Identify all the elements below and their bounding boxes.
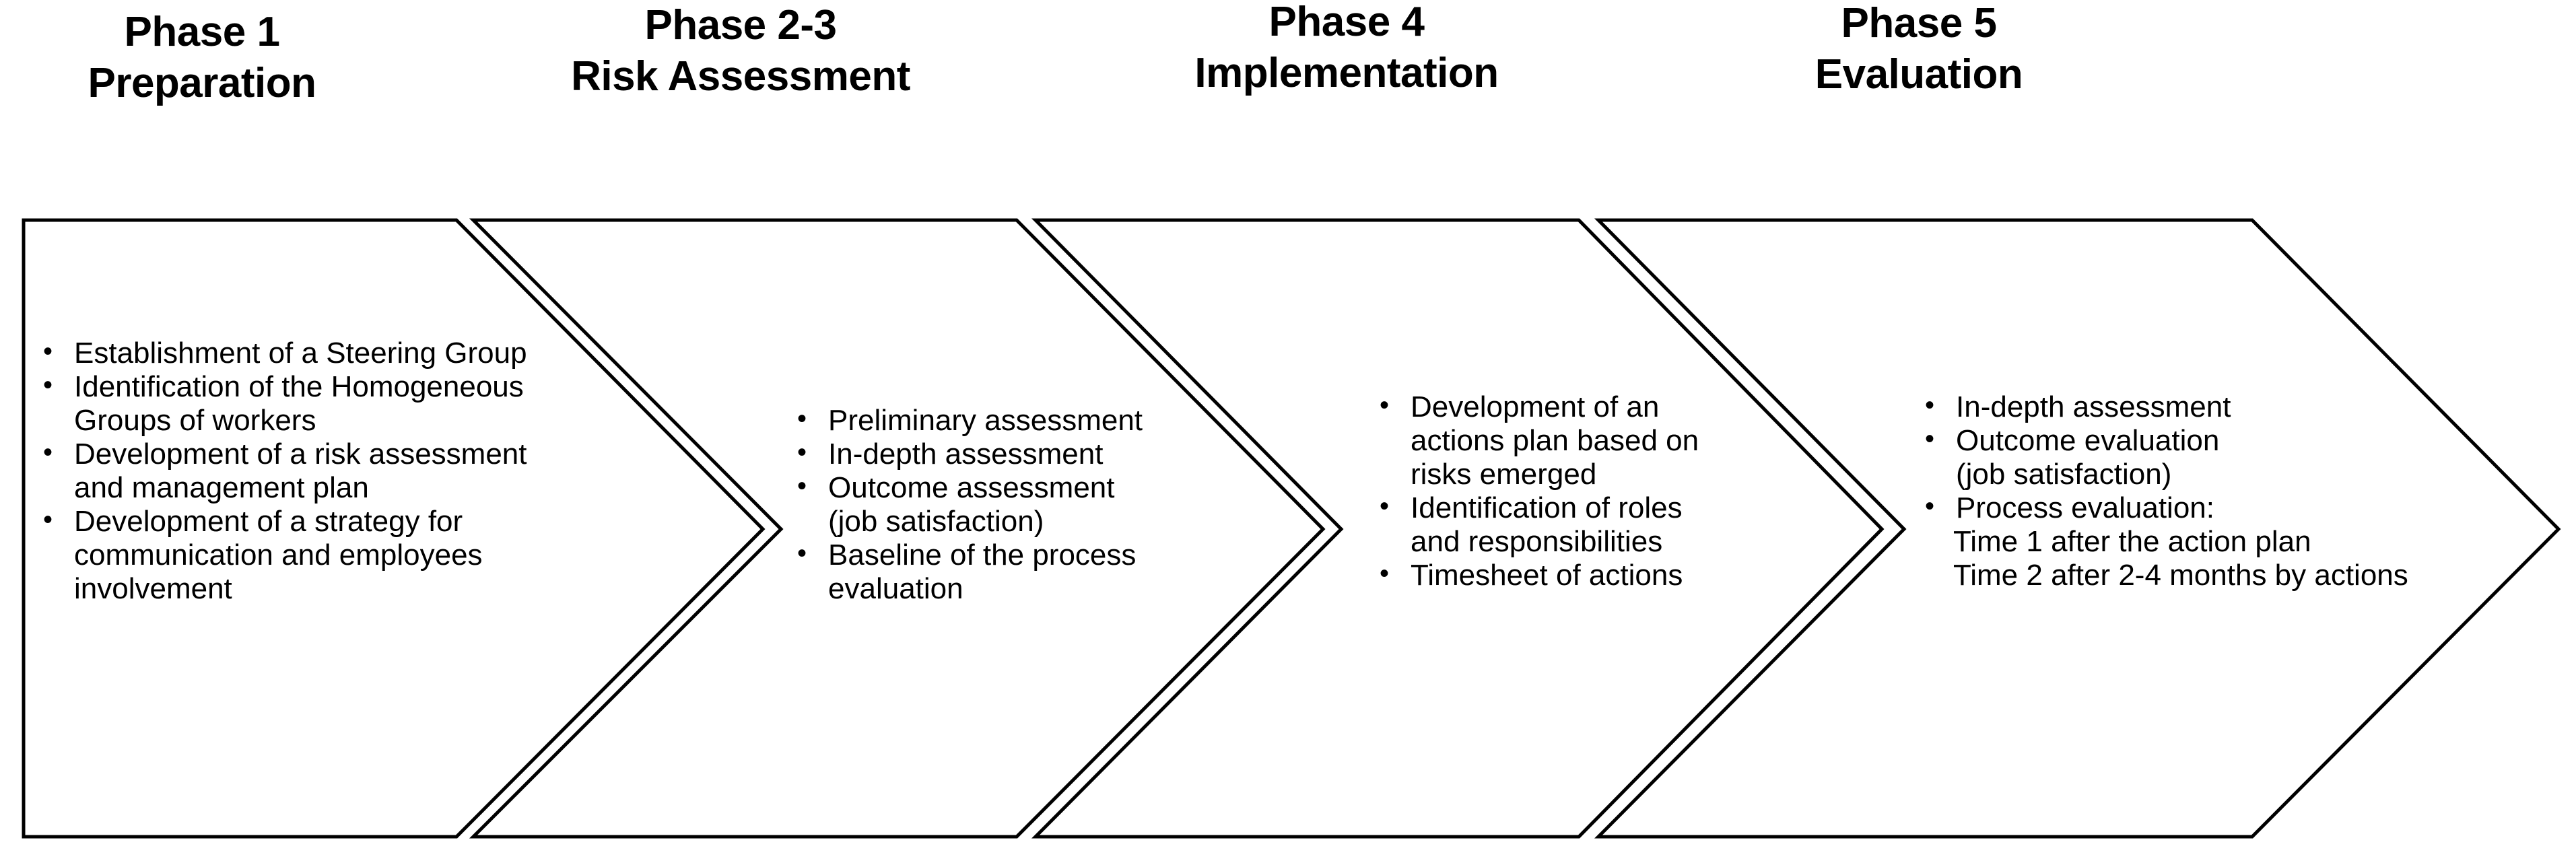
bullet-icon: • bbox=[1380, 491, 1390, 521]
list-item: • Preliminary assessment bbox=[794, 404, 1306, 438]
phase-title-2-line1: Phase 2-3 bbox=[644, 2, 837, 48]
phase-title-3: Phase 4 Implementation bbox=[1138, 0, 1555, 98]
phase-title-4-line1: Phase 5 bbox=[1841, 0, 1997, 46]
list-item-text: Identification of roles and responsibili… bbox=[1411, 491, 1794, 559]
list-item-text: Outcome assessment (job satisfaction) bbox=[828, 471, 1306, 539]
phase-5-trailing-line-2: Time 2 after 2-4 months by actions bbox=[1953, 558, 2408, 592]
list-item-text: Process evaluation: bbox=[1956, 491, 2214, 524]
bullet-icon: • bbox=[43, 437, 53, 467]
list-item: • Establishment of a Steering Group bbox=[40, 337, 606, 370]
bullet-icon: • bbox=[1925, 423, 1935, 454]
list-item-line: Baseline of the process bbox=[828, 538, 1137, 571]
bullet-list-phase-4: • Development of an actions plan based o… bbox=[1377, 390, 1794, 592]
list-item-line: Development of a risk assessment bbox=[74, 437, 527, 471]
bullet-icon: • bbox=[1925, 390, 1935, 420]
list-item-line: involvement bbox=[74, 571, 232, 605]
list-item-line: evaluation bbox=[828, 571, 963, 605]
phase-5-trailing-line-1: Time 1 after the action plan bbox=[1953, 524, 2311, 558]
phase-title-1: Phase 1 Preparation bbox=[0, 7, 404, 108]
bullet-icon: • bbox=[43, 504, 53, 534]
list-item-text: Development of a strategy for communicat… bbox=[74, 505, 606, 606]
list-item: • In-depth assessment bbox=[1922, 390, 2528, 424]
list-item: • Process evaluation: bbox=[1922, 491, 2528, 525]
list-item: • In-depth assessment bbox=[794, 438, 1306, 471]
list-item-line: Development of a strategy for bbox=[74, 504, 463, 538]
list-item-text: In-depth assessment bbox=[1956, 390, 2231, 423]
phase-title-4: Phase 5 Evaluation bbox=[1710, 0, 2128, 100]
list-item: • Baseline of the process evaluation bbox=[794, 539, 1306, 606]
phase-title-2: Phase 2-3 Risk Assessment bbox=[532, 0, 949, 102]
phase-title-1-line1: Phase 1 bbox=[124, 9, 280, 55]
list-item-line: Outcome assessment bbox=[828, 471, 1115, 504]
phase-title-4-line2: Evaluation bbox=[1815, 50, 2023, 98]
phase-title-1-line2: Preparation bbox=[88, 59, 316, 106]
list-item-line: Groups of workers bbox=[74, 403, 316, 437]
list-item: • Outcome assessment (job satisfaction) bbox=[794, 471, 1306, 539]
list-item-text: Development of an actions plan based on … bbox=[1411, 390, 1794, 491]
list-item-line: communication and employees bbox=[74, 538, 483, 571]
list-item-text: Preliminary assessment bbox=[828, 404, 1143, 437]
list-item-line: and responsibilities bbox=[1411, 524, 1663, 558]
list-item-text: Timesheet of actions bbox=[1411, 558, 1683, 592]
list-item-text: Outcome evaluation (job satisfaction) bbox=[1956, 424, 2528, 491]
phase-title-2-line2: Risk Assessment bbox=[571, 53, 910, 100]
bullet-icon: • bbox=[1380, 558, 1390, 588]
list-item-text: Development of a risk assessment and man… bbox=[74, 438, 606, 505]
list-item-line: (job satisfaction) bbox=[828, 504, 1044, 538]
list-item-line: Identification of roles bbox=[1411, 491, 1683, 524]
bullet-list-phase-2-3: • Preliminary assessment • In-depth asse… bbox=[794, 404, 1306, 606]
list-item-text: Baseline of the process evaluation bbox=[828, 539, 1306, 606]
phase-title-3-line2: Implementation bbox=[1194, 49, 1499, 96]
list-item: • Development of an actions plan based o… bbox=[1377, 390, 1794, 491]
list-item-line: (job satisfaction) bbox=[1956, 457, 2172, 491]
bullet-icon: • bbox=[797, 471, 807, 501]
list-item-text: Identification of the Homogeneous Groups… bbox=[74, 370, 606, 438]
bullet-icon: • bbox=[43, 337, 53, 366]
bullet-icon: • bbox=[797, 404, 807, 434]
list-item: • Timesheet of actions bbox=[1377, 559, 1794, 592]
list-item-line: and management plan bbox=[74, 471, 369, 504]
list-item-line: Identification of the Homogeneous bbox=[74, 370, 524, 403]
list-item-text: Establishment of a Steering Group bbox=[74, 337, 527, 370]
bullet-icon: • bbox=[797, 437, 807, 467]
bullet-icon: • bbox=[43, 370, 53, 400]
list-item-line: Development of an bbox=[1411, 390, 1660, 423]
bullet-list-phase-5: • In-depth assessment • Outcome evaluati… bbox=[1922, 390, 2528, 592]
list-item: • Development of a risk assessment and m… bbox=[40, 438, 606, 505]
list-item-line: actions plan based on bbox=[1411, 423, 1699, 457]
phase-title-3-line1: Phase 4 bbox=[1268, 0, 1425, 45]
list-item-line: Outcome evaluation bbox=[1956, 423, 2220, 457]
list-item: • Development of a strategy for communic… bbox=[40, 505, 606, 606]
list-item: • Identification of roles and responsibi… bbox=[1377, 491, 1794, 559]
bullet-list-phase-1: • Establishment of a Steering Group • Id… bbox=[40, 337, 606, 606]
list-item: • Identification of the Homogeneous Grou… bbox=[40, 370, 606, 438]
bullet-icon: • bbox=[1380, 390, 1390, 420]
list-item: • Outcome evaluation (job satisfaction) bbox=[1922, 424, 2528, 491]
bullet-icon: • bbox=[1925, 491, 1935, 521]
list-item-text: In-depth assessment bbox=[828, 437, 1104, 471]
bullet-icon: • bbox=[797, 538, 807, 568]
list-item-line: risks emerged bbox=[1411, 457, 1597, 491]
